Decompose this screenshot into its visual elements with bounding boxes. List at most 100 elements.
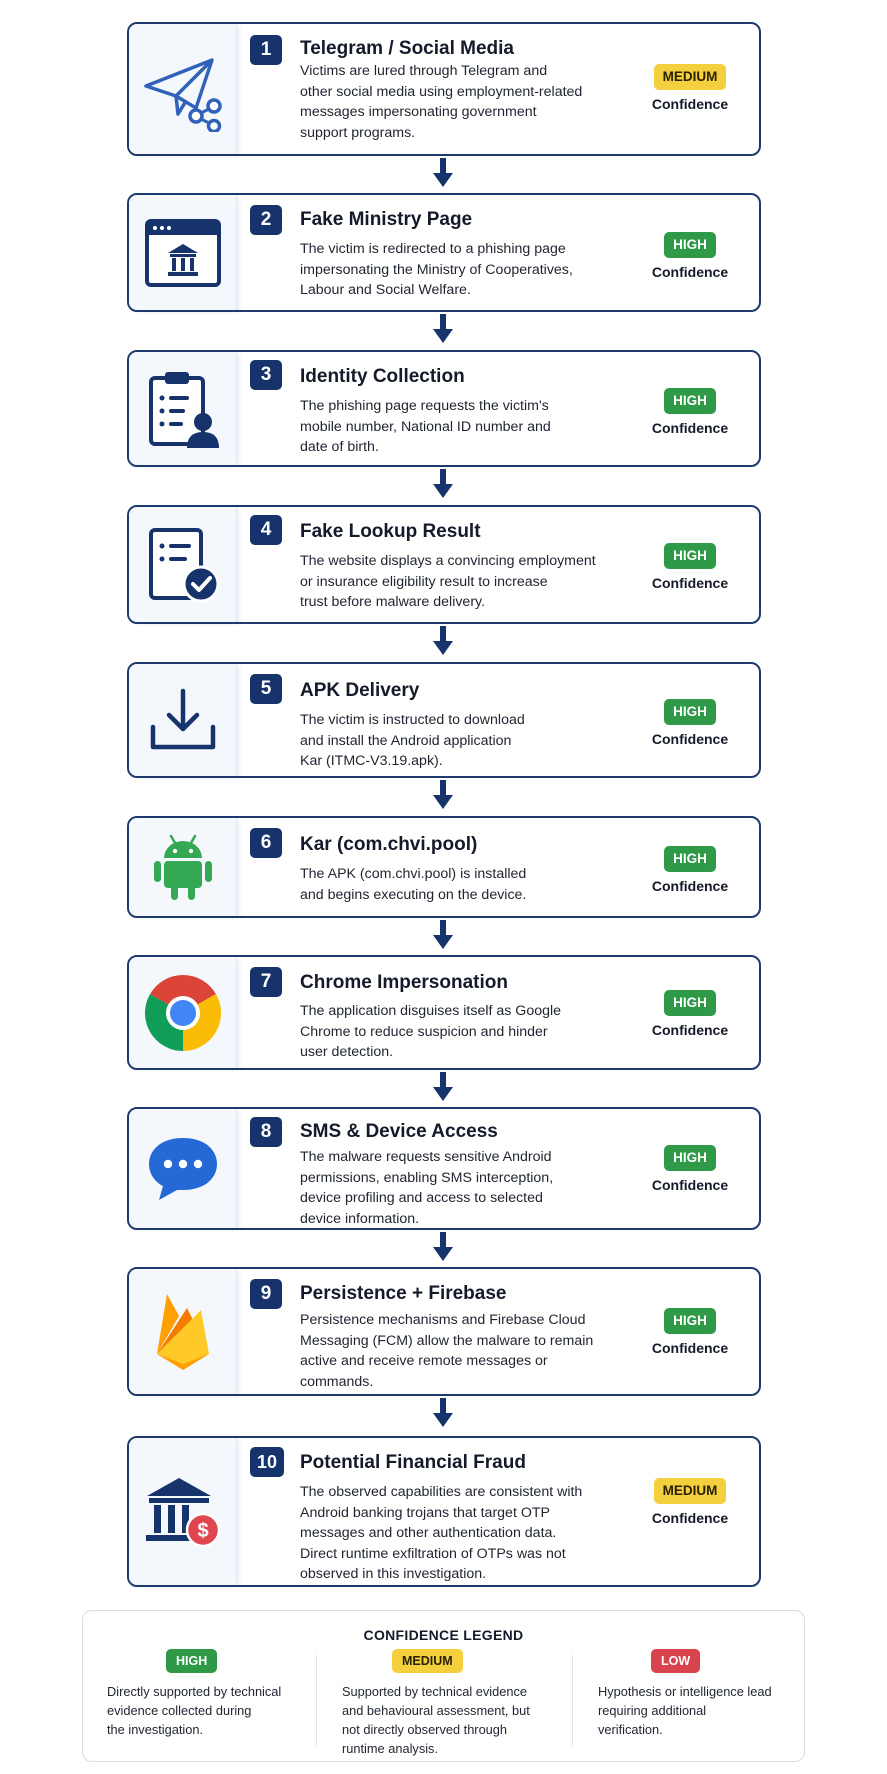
step-description: The website displays a convincing employ… — [300, 553, 596, 610]
confidence-label: Confidence — [651, 1340, 729, 1356]
step-card-7: 7 Chrome Impersonation The application d… — [127, 955, 761, 1070]
step-title: Fake Lookup Result — [300, 521, 481, 542]
confidence-label: Confidence — [651, 878, 729, 894]
flow-arrow — [433, 314, 453, 343]
confidence-indicator: HIGH Confidence — [635, 846, 745, 894]
step-icon-panel — [129, 957, 237, 1068]
confidence-badge: HIGH — [664, 699, 716, 725]
step-card-8: 8 SMS & Device Access The malware reques… — [127, 1107, 761, 1230]
confidence-label: Confidence — [651, 731, 729, 747]
confidence-label: Confidence — [651, 264, 729, 280]
confidence-legend: CONFIDENCE LEGEND HIGH Directly supporte… — [82, 1610, 805, 1762]
confidence-label: Confidence — [651, 575, 729, 591]
step-icon-panel — [129, 24, 237, 154]
flow-arrow — [433, 626, 453, 655]
step-card-10: $ 10 Potential Financial Fraud The obser… — [127, 1436, 761, 1587]
step-number: 5 — [250, 674, 282, 704]
bank-dollar-icon: $ — [145, 1477, 220, 1547]
step-card-1: 1 Telegram / Social Media Victims are lu… — [127, 22, 761, 156]
browser-bank-icon — [144, 218, 221, 287]
step-card-9: 9 Persistence + Firebase Persistence mec… — [127, 1267, 761, 1396]
confidence-badge: HIGH — [664, 1308, 716, 1334]
step-card-4: 4 Fake Lookup Result The website display… — [127, 505, 761, 624]
confidence-indicator: MEDIUM Confidence — [635, 64, 745, 112]
confidence-indicator: HIGH Confidence — [635, 388, 745, 436]
step-title: Identity Collection — [300, 366, 465, 387]
flow-arrow — [433, 1398, 453, 1427]
download-icon — [150, 688, 215, 750]
document-check-icon — [148, 527, 219, 602]
step-title: APK Delivery — [300, 680, 420, 701]
step-icon-panel — [129, 195, 237, 310]
confidence-badge: HIGH — [664, 1145, 716, 1171]
step-icon-panel — [129, 1269, 237, 1394]
confidence-badge: HIGH — [664, 543, 716, 569]
confidence-label: Confidence — [651, 96, 729, 112]
chat-bubble-icon — [148, 1137, 217, 1200]
step-title: Potential Financial Fraud — [300, 1452, 526, 1473]
step-icon-panel: $ — [129, 1438, 237, 1585]
legend-badge-medium: MEDIUM — [392, 1649, 463, 1673]
confidence-badge: HIGH — [664, 388, 716, 414]
legend-divider — [316, 1655, 317, 1747]
confidence-badge: MEDIUM — [653, 1478, 727, 1504]
step-icon-panel — [129, 352, 237, 465]
confidence-label: Confidence — [651, 1022, 729, 1038]
step-title: Persistence + Firebase — [300, 1283, 507, 1304]
step-title: Chrome Impersonation — [300, 972, 508, 993]
step-number: 3 — [250, 360, 282, 390]
confidence-badge: HIGH — [664, 232, 716, 258]
step-description: Persistence mechanisms and Firebase Clou… — [300, 1312, 594, 1390]
confidence-badge: HIGH — [664, 846, 716, 872]
step-number: 4 — [250, 515, 282, 545]
confidence-indicator: HIGH Confidence — [635, 232, 745, 280]
confidence-label: Confidence — [651, 1510, 729, 1526]
android-icon — [153, 834, 212, 900]
clipboard-user-icon — [148, 371, 219, 448]
firebase-icon — [156, 1293, 209, 1370]
confidence-indicator: HIGH Confidence — [635, 699, 745, 747]
step-number: 1 — [250, 35, 282, 65]
step-description: The observed capabilities are consistent… — [300, 1484, 583, 1582]
chrome-icon — [144, 974, 221, 1051]
step-number: 7 — [250, 967, 282, 997]
confidence-indicator: HIGH Confidence — [635, 990, 745, 1038]
step-number: 8 — [250, 1117, 282, 1147]
confidence-label: Confidence — [651, 1177, 729, 1193]
step-card-5: 5 APK Delivery The victim is instructed … — [127, 662, 761, 778]
step-description: The application disguises itself as Goog… — [300, 1003, 562, 1060]
step-icon-panel — [129, 1109, 237, 1228]
confidence-indicator: HIGH Confidence — [635, 543, 745, 591]
confidence-indicator: MEDIUM Confidence — [635, 1478, 745, 1526]
flow-arrow — [433, 1232, 453, 1261]
legend-title: CONFIDENCE LEGEND — [363, 1627, 524, 1643]
flow-arrow — [433, 780, 453, 809]
step-number: 2 — [250, 205, 282, 235]
flow-arrow — [433, 920, 453, 949]
flow-arrow — [433, 158, 453, 187]
step-card-2: 2 Fake Ministry Page The victim is redir… — [127, 193, 761, 312]
confidence-badge: MEDIUM — [653, 64, 727, 90]
step-icon-panel — [129, 818, 237, 916]
step-description: The victim is redirected to a phishing p… — [300, 241, 573, 298]
step-title: Kar (com.chvi.pool) — [300, 834, 478, 855]
step-number: 10 — [250, 1447, 284, 1477]
step-icon-panel — [129, 507, 237, 622]
confidence-label: Confidence — [651, 420, 729, 436]
legend-badge-high: HIGH — [166, 1649, 218, 1673]
paper-plane-share-icon — [143, 58, 222, 132]
flow-arrow — [433, 469, 453, 498]
step-number: 9 — [250, 1279, 282, 1309]
confidence-indicator: HIGH Confidence — [635, 1145, 745, 1193]
legend-divider — [572, 1655, 573, 1747]
